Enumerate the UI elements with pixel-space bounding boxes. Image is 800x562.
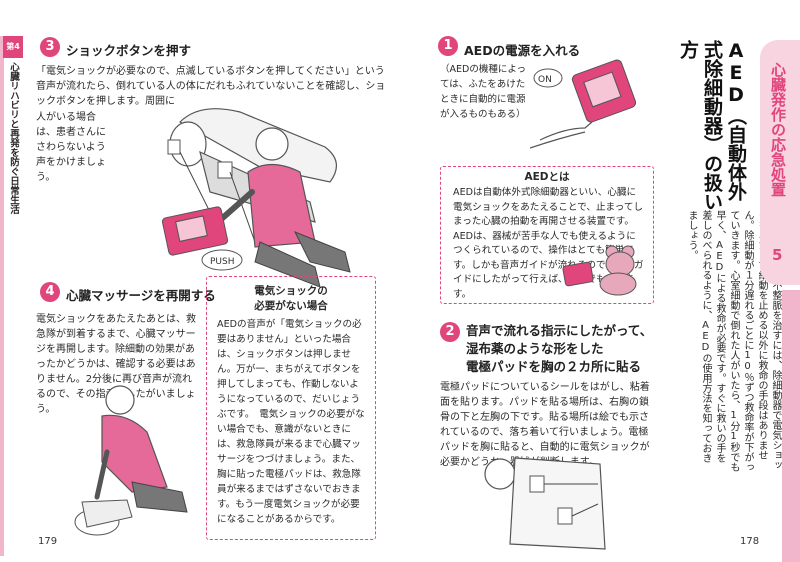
left-edge-bar [0, 36, 4, 556]
step-1-title: AEDの電源を入れる [464, 43, 581, 58]
step-1-number: 1 [438, 36, 458, 56]
no-shock-box-title-1: 電気ショックの [254, 285, 328, 297]
chapter-tab: 第4章 [3, 36, 23, 73]
step-2-title-2: 湿布薬のような形をした [466, 341, 604, 356]
main-title: AED（自動体外式除細動器）の扱い方 [677, 40, 747, 211]
step-3-number: 3 [40, 37, 60, 57]
step-3-text: 「電気ショックが必要なので、点滅しているボタンを押してください」という音声が流れ… [36, 66, 386, 107]
svg-text:PUSH: PUSH [210, 257, 235, 267]
no-shock-box-title-2: 必要がない場合 [254, 300, 328, 312]
step-3-text-cont: 人がいる場合は、患者さんにさわらないよう声をかけましょう。 [36, 112, 106, 183]
step-4-number: 4 [40, 282, 60, 302]
aed-about-box: AEDとは AEDは自動体外式除細動器といい、心臓に電気ショックをあたえることで… [440, 166, 654, 304]
aed-about-box-text: AEDは自動体外式除細動器といい、心臓に電気ショックをあたえることで、止まってし… [453, 187, 644, 300]
svg-text:ON: ON [538, 75, 552, 85]
right-edge-bar [782, 290, 800, 562]
step-2-title-3: 電極パッドを胸の２カ所に貼る [466, 359, 642, 374]
step-2-number: 2 [440, 322, 460, 342]
intro-text: 心室細動という不整脈を治すには、除細動器で電気ショックをあたえて細動を止める以外… [686, 210, 781, 472]
aed-about-box-title: AEDとは [524, 171, 570, 183]
bear-with-aed-illustration [562, 245, 637, 296]
section-number: 5 [772, 246, 783, 264]
step-2-title-1: 音声で流れる指示にしたがって、 [466, 323, 653, 338]
step-3-title: ショックボタンを押す [66, 43, 192, 58]
chapter-title: 心臓リハビリと再発を防ぐ日常生活 [8, 62, 19, 214]
power-on-illustration: ON [530, 59, 637, 149]
pad-placement-illustration [484, 457, 606, 550]
no-shock-box: 電気ショックの 必要がない場合 AEDの音声が「電気ショックの必要はありません」… [206, 276, 376, 540]
shock-button-illustration: PUSH [161, 108, 351, 288]
step-4-title: 心臓マッサージを再開する [66, 288, 216, 303]
section-side-tab [760, 40, 800, 285]
cpr-illustration [74, 385, 188, 536]
left-folio: 179 [38, 536, 58, 547]
right-folio: 178 [740, 536, 760, 547]
no-shock-box-text: AEDの音声が「電気ショックの必要はありません」といった場合は、ショックボタンは… [217, 319, 365, 525]
section-label: 心臓発作の応急処置 [769, 62, 787, 197]
step-1-note: （AEDの機種によっては、ふたをあけたときに自動的に電源が入るものもある） [440, 64, 527, 120]
